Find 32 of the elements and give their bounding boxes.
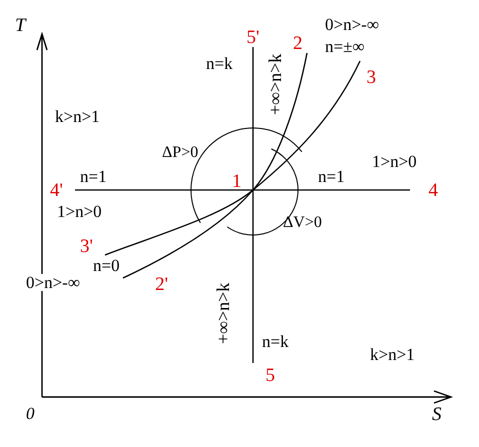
vertical-region-label: +∞>n>k [214,282,232,344]
region-label: 1>n>0 [57,203,102,220]
axis-label: S [432,405,442,424]
axis-label: 0 [26,405,34,422]
region-label: n=1 [318,168,345,185]
region-label: k>n>1 [370,346,415,363]
process-line [122,52,308,279]
point-label: 4 [410,181,438,200]
vertical-region-label: +∞>n>k [266,54,284,115]
region-label: n=0 [93,257,120,274]
region-label: k>n>1 [55,108,100,125]
region-label: 1>n>0 [372,153,417,170]
point-label: 2 [293,34,307,53]
region-label: n=±∞ [325,38,365,55]
point-label: 5' [240,28,266,47]
region-label: n=1 [80,168,107,185]
point-label: 3' [80,237,105,256]
process-line [104,60,361,256]
process-line [75,189,410,191]
region-label: n=k [262,333,289,350]
point-label: 3 [360,61,376,90]
axis-label: T [15,16,26,35]
point-label: 1 [232,172,242,191]
process-line [252,47,254,363]
region-label: n=k [206,55,233,72]
region-label: ΔV>0 [283,215,322,231]
point-label: 5 [253,363,275,382]
region-label: 0>n>-∞ [325,16,379,33]
region-label: 0>n>-∞ [26,274,80,291]
point-label: 2' [123,275,168,294]
region-label: ΔP>0 [162,145,198,161]
point-label: 4' [50,181,75,200]
